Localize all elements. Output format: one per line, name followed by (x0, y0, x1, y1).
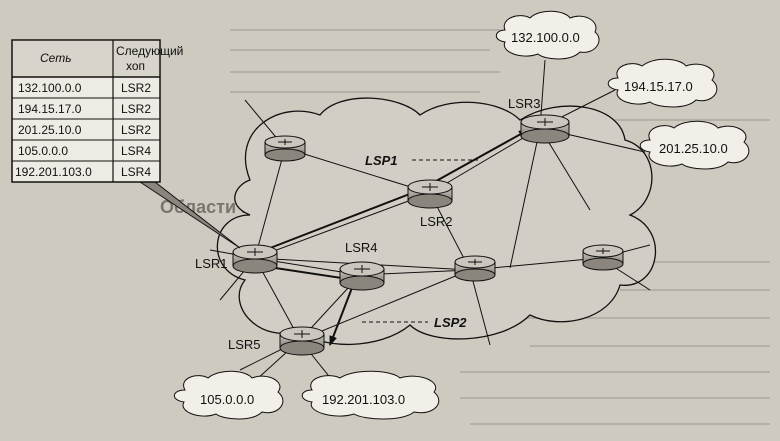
lsp1-label: LSP1 (365, 153, 398, 168)
router-unnamed-icon[interactable] (264, 135, 306, 162)
router-lsr5-icon[interactable] (279, 326, 325, 356)
router-lsr1-label: LSR1 (195, 256, 228, 271)
network-201-label: 201.25.10.0 (659, 141, 728, 156)
table-header-next-hop-line2: хоп (126, 59, 145, 73)
router-lsr5-label: LSR5 (228, 337, 261, 352)
router-lsr2-icon[interactable] (407, 179, 453, 209)
router-lsr3-label: LSR3 (508, 96, 541, 111)
network-cloud-194[interactable]: 194.15.17.0 (607, 58, 718, 108)
router-lsr4-label: LSR4 (345, 240, 378, 255)
network-192-label: 192.201.103.0 (322, 392, 405, 407)
router-lsr3-icon[interactable] (520, 114, 570, 144)
router-lsr4-icon[interactable] (339, 261, 385, 291)
network-cloud-192[interactable]: 192.201.103.0 (301, 370, 440, 420)
table-row-2-next-hop: LSR2 (121, 102, 151, 116)
router-right-icon[interactable] (582, 244, 624, 271)
table-row-3-next-hop: LSR2 (121, 123, 151, 137)
network-105-label: 105.0.0.0 (200, 392, 254, 407)
network-132-label: 132.100.0.0 (511, 30, 580, 45)
table-row-2-network: 194.15.17.0 (18, 102, 82, 116)
network-cloud-132[interactable]: 132.100.0.0 (495, 10, 600, 60)
network-cloud-201[interactable]: 201.25.10.0 (639, 120, 750, 170)
links (209, 59, 651, 391)
table-row-1-next-hop: LSR2 (121, 81, 151, 95)
router-lsr1-icon[interactable] (232, 244, 278, 274)
router-center-icon[interactable] (454, 255, 496, 282)
table-header-next-hop-line1: Следующий (116, 44, 183, 58)
table-row-5-network: 192.201.103.0 (15, 165, 92, 179)
network-cloud-105[interactable]: 105.0.0.0 (173, 370, 284, 420)
routing-table: Сеть Следующий хоп 132.100.0.0 LSR2 194.… (11, 39, 183, 183)
lsp2-label: LSP2 (434, 315, 467, 330)
table-row-3-network: 201.25.10.0 (18, 123, 82, 137)
mpls-cloud (216, 97, 657, 346)
router-lsr2-label: LSR2 (420, 214, 453, 229)
table-header-network: Сеть (40, 51, 72, 65)
table-row-1-network: 132.100.0.0 (18, 81, 82, 95)
table-row-4-next-hop: LSR4 (121, 144, 151, 158)
network-194-label: 194.15.17.0 (624, 79, 693, 94)
table-row-5-next-hop: LSR4 (121, 165, 151, 179)
table-row-4-network: 105.0.0.0 (18, 144, 68, 158)
